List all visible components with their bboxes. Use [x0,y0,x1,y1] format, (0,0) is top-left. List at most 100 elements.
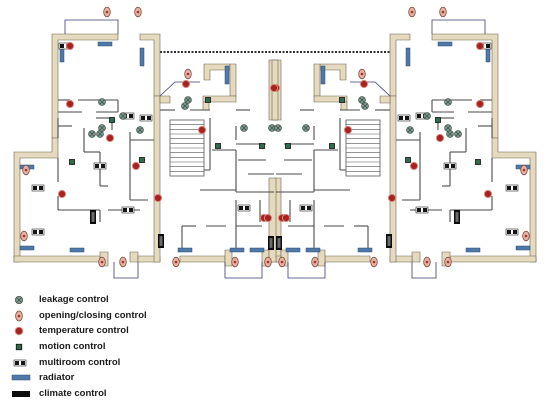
multiroom-control [121,206,135,214]
wall [224,249,233,267]
multiroom-control [93,162,107,170]
legend-item-opening-closing: opening/closing control [10,309,210,325]
radiator [320,65,326,85]
multiroom-control [505,184,519,192]
legend-label: radiator [39,372,75,384]
wall [153,95,161,263]
radiator [405,47,411,67]
climate-control [268,236,274,250]
legend: leakage control opening/closing control … [10,293,210,403]
wall [13,137,59,263]
motion-sensor [285,143,291,149]
climate-controls [90,210,460,250]
multiroom-control [299,204,313,212]
temperature-sensor [343,125,353,135]
leakage-sensor [444,98,452,106]
motion-sensor [405,157,411,163]
multiroom-icon [13,359,27,367]
multiroom-control [237,204,251,212]
motion-sensor [475,159,481,165]
legend-label: leakage control [39,294,109,305]
opening-closing-sensor [103,6,111,18]
radiator-icon [11,375,31,381]
radiator [11,375,31,381]
wall [313,95,348,103]
opening-closing-sensor [134,6,142,18]
opening-closing-sensor [370,256,378,268]
window-cables [64,19,486,279]
motion-sensor [15,343,23,351]
building-walls [13,33,537,267]
temperature-sensor [483,189,493,199]
motion-sensor [329,143,335,149]
opening-closing-sensors [20,6,530,268]
legend-item-leakage: leakage control [10,293,210,309]
leakage-sensors [88,96,462,138]
temperature-sensor [475,99,485,109]
climate-icon [12,391,30,398]
opening-closing-sensor [439,6,447,18]
wall [340,101,348,111]
radiator [465,247,481,253]
wall [179,255,226,263]
wall [324,255,371,263]
climate-control [12,391,30,398]
temperature-sensor [14,327,24,336]
wall [313,63,321,97]
opening-closing-sensor [522,230,530,242]
opening-closing-sensor [172,256,180,268]
multiroom-controls [31,42,519,236]
opening-closing-icon [15,310,23,322]
leakage-sensor [358,96,366,104]
legend-label: climate control [39,388,107,400]
wall [389,95,397,263]
opening-closing-sensor [264,256,272,268]
radiator [139,47,145,67]
radiator [229,247,245,253]
temperature-sensors [57,41,493,223]
temperature-sensor [435,133,445,143]
temperature-sensor [281,213,291,223]
radiator [249,247,265,253]
leakage-icon [15,296,23,304]
opening-closing-sensor [358,68,366,80]
radiator [97,41,113,47]
leakage-sensor [15,296,23,304]
opening-closing-sensor [231,256,239,268]
multiroom-control [13,359,27,367]
temperature-sensor [269,83,279,93]
window-cable [287,262,326,279]
opening-closing-sensor [423,256,431,268]
legend-label: opening/closing control [39,309,147,321]
leakage-sensor [444,124,452,132]
wall [202,95,237,103]
window-cable [113,262,139,279]
multiroom-control [505,228,519,236]
motion-sensor [109,117,115,123]
wall [491,137,537,263]
temperature-sensor [409,161,419,171]
radiator [285,247,301,253]
opening-closing-sensor [311,256,319,268]
leakage-sensor [98,124,106,132]
radiator [69,247,85,253]
opening-closing-sensor [15,310,23,322]
temperature-sensor [387,193,397,203]
window-cable [64,19,119,34]
temperature-sensor [181,79,191,89]
multiroom-control [415,206,429,214]
leakage-sensor [240,124,248,132]
wall [13,255,101,263]
temperature-sensor [359,79,369,89]
radiator [177,247,193,253]
opening-closing-sensor [408,6,416,18]
temperature-icon [14,327,24,336]
legend-item-climate: climate control [10,387,210,403]
climate-control [90,210,96,224]
motion-sensor [435,117,441,123]
opening-closing-sensor [184,68,192,80]
leakage-sensor [119,112,127,120]
temperature-sensor [65,99,75,109]
opening-closing-sensor [22,164,30,176]
opening-closing-sensor [444,256,452,268]
